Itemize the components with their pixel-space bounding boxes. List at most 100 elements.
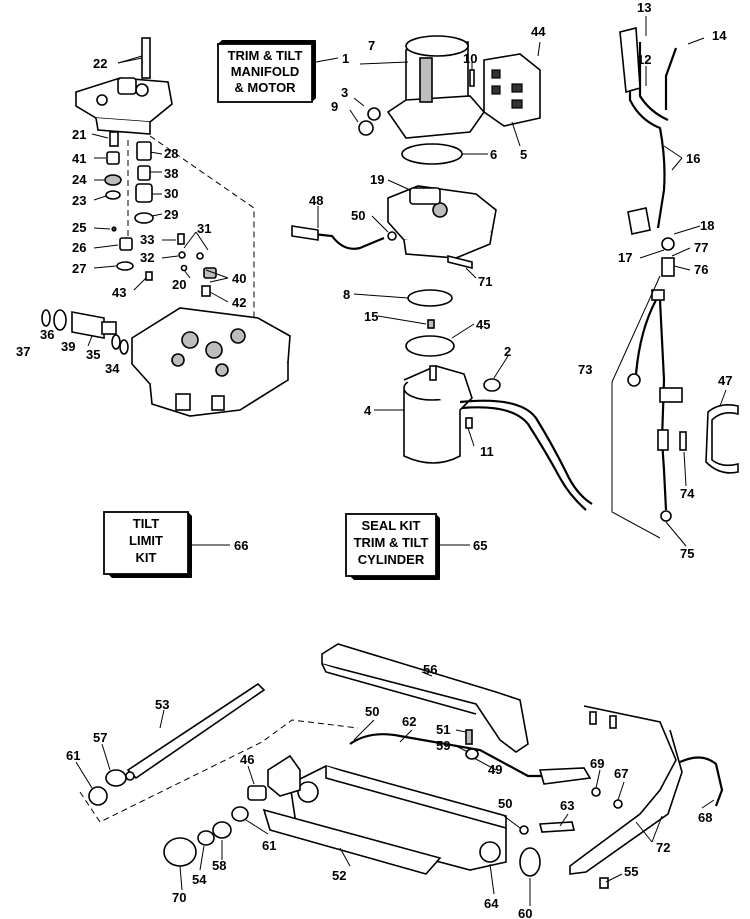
part-number: 64 bbox=[484, 896, 499, 911]
kit-line: MANIFOLD bbox=[231, 64, 300, 79]
part-number: 33 bbox=[140, 232, 154, 247]
part-number: 29 bbox=[164, 207, 178, 222]
part-number: 24 bbox=[72, 172, 87, 187]
part-number: 30 bbox=[164, 186, 178, 201]
part-number: 62 bbox=[402, 714, 416, 729]
part-number: 40 bbox=[232, 271, 246, 286]
part-number: 72 bbox=[656, 840, 670, 855]
part-number: 54 bbox=[192, 872, 207, 887]
part-number: 69 bbox=[590, 756, 604, 771]
part-number: 13 bbox=[637, 0, 651, 15]
part-number: 52 bbox=[332, 868, 346, 883]
manifold-body bbox=[131, 307, 291, 417]
manifold-small-parts bbox=[41, 131, 217, 355]
part-number: 35 bbox=[86, 347, 100, 362]
trim-arm-56 bbox=[321, 643, 529, 753]
part-number: 18 bbox=[700, 218, 714, 233]
part-number: 65 bbox=[473, 538, 487, 553]
part-number: 42 bbox=[232, 295, 246, 310]
part-number: 57 bbox=[93, 730, 107, 745]
part-number: 45 bbox=[476, 317, 490, 332]
part-number: 22 bbox=[93, 56, 107, 71]
bracket-72 bbox=[569, 705, 683, 875]
kit-box-trim-tilt-manifold-motor[interactable]: TRIM & TILT MANIFOLD & MOTOR bbox=[217, 40, 316, 103]
part-number: 76 bbox=[694, 262, 708, 277]
manifold-cover bbox=[75, 37, 173, 135]
part-number: 66 bbox=[234, 538, 248, 553]
pump-motor bbox=[403, 365, 473, 464]
o-ring-6 bbox=[401, 143, 463, 165]
wiring-harness bbox=[619, 26, 739, 522]
part-number: 59 bbox=[436, 738, 450, 753]
kit-box-seal-kit[interactable]: SEAL KIT TRIM & TILT CYLINDER bbox=[345, 513, 440, 580]
part-number: 71 bbox=[478, 274, 492, 289]
cylinder-end-46 bbox=[247, 754, 301, 801]
part-number: 43 bbox=[112, 285, 126, 300]
part-number: 67 bbox=[614, 766, 628, 781]
part-number: 11 bbox=[480, 444, 494, 459]
part-number: 5 bbox=[520, 147, 527, 162]
part-number: 56 bbox=[423, 662, 437, 677]
kit-line: TRIM & TILT bbox=[354, 535, 429, 550]
part-number: 63 bbox=[560, 798, 574, 813]
part-number: 36 bbox=[40, 327, 54, 342]
part-number: 8 bbox=[343, 287, 350, 302]
part-number: 32 bbox=[140, 250, 154, 265]
part-number: 37 bbox=[16, 344, 30, 359]
kit-line: TRIM & TILT bbox=[228, 48, 303, 63]
kit-line: TILT bbox=[133, 516, 160, 531]
kit-line: LIMIT bbox=[129, 533, 163, 548]
part-number: 14 bbox=[712, 28, 727, 43]
part-number: 61 bbox=[262, 838, 276, 853]
part-number: 74 bbox=[680, 486, 695, 501]
part-number: 12 bbox=[637, 52, 651, 67]
part-number: 7 bbox=[368, 38, 375, 53]
cover-52 bbox=[262, 808, 442, 875]
kit-line: & MOTOR bbox=[234, 80, 296, 95]
part-number: 50 bbox=[498, 796, 512, 811]
motor-terminal-block bbox=[483, 53, 541, 127]
part-number: 68 bbox=[698, 810, 712, 825]
part-number: 15 bbox=[364, 309, 378, 324]
knob-70 bbox=[163, 837, 197, 867]
part-number: 50 bbox=[351, 208, 365, 223]
part-number: 49 bbox=[488, 762, 502, 777]
part-number: 77 bbox=[694, 240, 708, 255]
kit-line: KIT bbox=[136, 550, 157, 565]
part-number: 28 bbox=[164, 146, 178, 161]
kit-line: CYLINDER bbox=[358, 552, 425, 567]
part-number: 38 bbox=[164, 166, 178, 181]
part-number: 9 bbox=[331, 99, 338, 114]
pump-body bbox=[387, 185, 497, 259]
part-number: 19 bbox=[370, 172, 384, 187]
shaft-53 bbox=[88, 682, 266, 806]
part-number: 26 bbox=[72, 240, 86, 255]
part-number: 31 bbox=[197, 221, 211, 236]
part-number: 16 bbox=[686, 151, 700, 166]
filter-8 bbox=[407, 289, 453, 307]
motor-housing bbox=[386, 35, 486, 139]
leader-lines bbox=[75, 16, 727, 906]
part-number: 39 bbox=[61, 339, 75, 354]
part-number: 55 bbox=[624, 864, 638, 879]
part-number: 6 bbox=[490, 147, 497, 162]
part-number: 60 bbox=[518, 906, 532, 919]
part-number: 70 bbox=[172, 890, 186, 905]
part-number: 51 bbox=[436, 722, 450, 737]
part-number: 17 bbox=[618, 250, 632, 265]
part-number: 3 bbox=[341, 85, 348, 100]
part-number: 41 bbox=[72, 151, 86, 166]
kit-box-tilt-limit[interactable]: TILT LIMIT KIT bbox=[103, 511, 192, 578]
part-number: 21 bbox=[72, 127, 86, 142]
part-numbers: 22 21 41 24 23 25 26 27 28 38 30 29 33 3… bbox=[16, 0, 732, 919]
part-number: 27 bbox=[72, 261, 86, 276]
part-number: 10 bbox=[463, 51, 477, 66]
part-number: 73 bbox=[578, 362, 592, 377]
part-number: 48 bbox=[309, 193, 323, 208]
part-number: 47 bbox=[718, 373, 732, 388]
part-number: 58 bbox=[212, 858, 226, 873]
part-number: 1 bbox=[342, 51, 349, 66]
part-number: 50 bbox=[365, 704, 379, 719]
part-number: 34 bbox=[105, 361, 120, 376]
